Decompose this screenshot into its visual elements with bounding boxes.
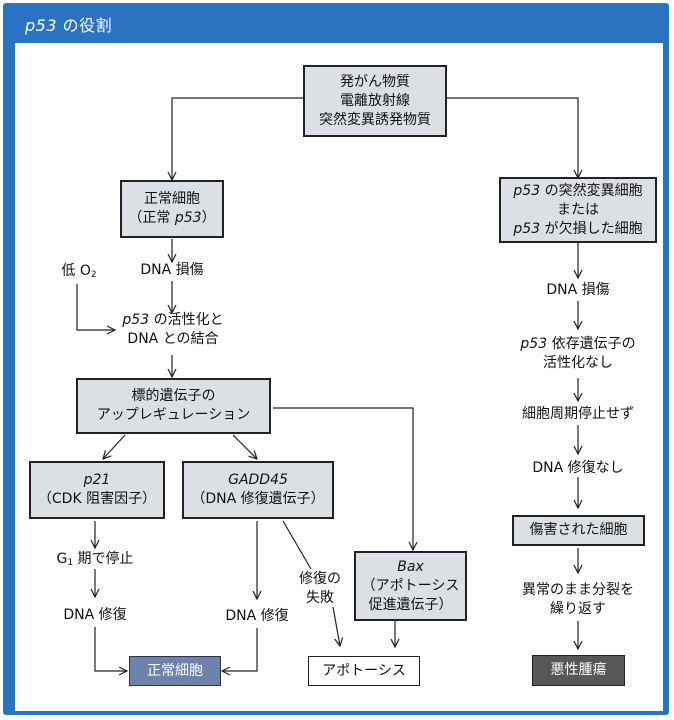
abnormal-division-label: 異常のまま分裂を 繰り返す [522, 582, 634, 617]
carcinogens-line-2: 電離放射線 [340, 92, 410, 109]
no-activation-label: p53 依存遺伝子の 活性化なし [520, 336, 636, 371]
arrow-upreg-to-gadd45 [232, 434, 257, 459]
p21-desc: （CDK 阻害因子） [37, 491, 157, 507]
activation-line-1: p53 の活性化と [122, 312, 224, 328]
bax-desc-1: （アポトーシス [361, 577, 460, 594]
diagram-panel: 発がん物質 電離放射線 突然変異誘発物質 正常細胞 （正常 p53） DNA 損… [15, 43, 663, 711]
title-gene: p53 [25, 16, 58, 35]
bax-box: Bax （アポトーシス 促進遺伝子） [354, 551, 467, 621]
arrow-failure-to-apoptosis [332, 606, 340, 646]
mutant-line-2: または [557, 201, 599, 218]
malignant-tumor-box: 悪性腫瘍 [532, 655, 625, 686]
carcinogens-box: 発がん物質 電離放射線 突然変異誘発物質 [303, 65, 447, 137]
arrow-upreg-to-bax [273, 407, 413, 550]
apoptosis-box: アポトーシス [308, 656, 420, 686]
title-text: の役割 [57, 16, 113, 35]
no-repair-label: DNA 修復なし [532, 460, 624, 476]
gadd45-gene: GADD45 [228, 472, 288, 488]
normal-cell-line-1: 正常細胞 [144, 191, 200, 207]
activation-label: p53 の活性化と DNA との結合 [105, 311, 241, 349]
normal-cell-box: 正常細胞 （正常 p53） [120, 180, 224, 238]
arrow-carcinogen-to-mutant [445, 97, 578, 178]
p21-gene: p21 [83, 472, 111, 488]
upregulation-line-1: 標的遺伝子の [131, 388, 216, 404]
bax-gene: Bax [397, 558, 424, 575]
repair-failure-label: 修復の 失敗 [299, 571, 341, 606]
bax-desc-2: 促進遺伝子） [368, 596, 453, 613]
dna-damage-right: DNA 損傷 [546, 282, 610, 298]
no-arrest-label: 細胞周期停止せず [522, 406, 634, 422]
g1-arrest-label: G1 期で停止 [56, 551, 134, 568]
gadd45-desc: （DNA 修復遺伝子） [191, 491, 325, 507]
dna-repair-1: DNA 修復 [63, 607, 127, 623]
normal-cell-result: 正常細胞 [129, 656, 221, 686]
dna-repair-2: DNA 修復 [225, 608, 289, 624]
damaged-cell-box: 傷害された細胞 [512, 515, 645, 546]
mutant-line-3: p53 が欠損した細胞 [513, 220, 643, 237]
carcinogens-line-3: 突然変異誘発物質 [319, 111, 431, 128]
upregulation-line-2: アップレギュレーション [96, 407, 251, 423]
connector-lines [76, 97, 663, 711]
diagram-title: p53 の役割 [25, 12, 112, 36]
arrow-upreg-to-p21 [103, 434, 126, 459]
arrow-repair1-to-normal [94, 627, 127, 671]
carcinogens-line-1: 発がん物質 [340, 73, 410, 90]
arrow-repair2-to-normal [222, 628, 258, 671]
normal-cell-line-2: （正常 p53） [128, 210, 216, 226]
arrow-carcinogen-to-normal [172, 97, 305, 180]
diagram-frame: p53 の役割 [3, 3, 669, 715]
activation-line-2: DNA との結合 [127, 331, 219, 347]
gadd45-box: GADD45 （DNA 修復遺伝子） [182, 461, 334, 519]
arrow-lowo2-to-activation [76, 284, 115, 330]
p21-box: p21 （CDK 阻害因子） [29, 461, 165, 519]
upregulation-box: 標的遺伝子の アップレギュレーション [76, 378, 271, 434]
mutant-cell-box: p53 の突然変異細胞 または p53 が欠損した細胞 [499, 177, 657, 243]
dna-damage-left: DNA 損傷 [140, 262, 204, 278]
low-o2-label: 低 O2 [61, 263, 97, 280]
arrow-gadd45-to-failure [282, 520, 312, 570]
mutant-line-1: p53 の突然変異細胞 [513, 182, 643, 199]
